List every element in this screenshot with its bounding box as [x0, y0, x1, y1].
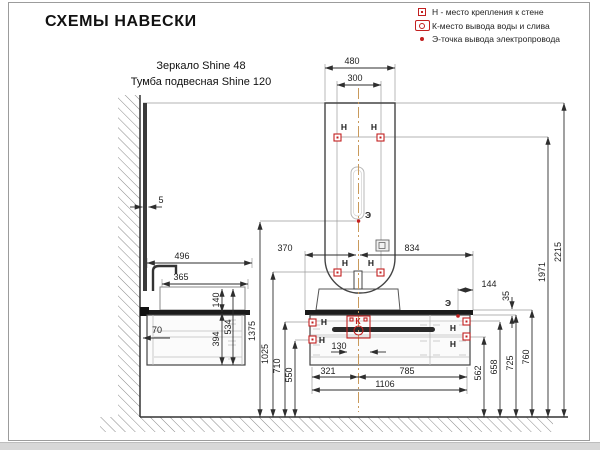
- wall-mount-label: Н: [449, 339, 457, 349]
- dim-center-right-bottom: 785: [399, 366, 415, 376]
- dim-mirror-mount-spacing: 300: [347, 73, 363, 83]
- vanity-front: [309, 314, 471, 366]
- mount-marker: [333, 133, 342, 142]
- mount-marker: [308, 318, 317, 327]
- wall-mount-label: Н: [341, 258, 349, 268]
- wall-mount-label: Н: [320, 317, 328, 327]
- mount-marker: [376, 133, 385, 142]
- legend-wall-mount: Н - место крепления к стене: [412, 7, 587, 17]
- electric-label: Э: [364, 210, 372, 220]
- mirror-product-label: Зеркало Shine 48: [156, 60, 246, 72]
- legend-wall-mount-label: Н - место крепления к стене: [432, 7, 544, 17]
- drawer-handle: [332, 327, 435, 332]
- dimension-lines: [130, 65, 567, 418]
- electric-point-mirror: [356, 219, 361, 223]
- legend-water-label: К-место вывода воды и слива: [432, 20, 550, 31]
- mount-marker: [462, 332, 471, 341]
- dim-depth-basin: 365: [173, 272, 189, 282]
- mount-marker: [308, 335, 317, 344]
- countertop-side: [147, 310, 250, 315]
- mirror-light-strip: [350, 166, 365, 220]
- dim-drain-zone-width: 130: [331, 341, 347, 351]
- electric-point-icon: [412, 37, 432, 41]
- dim-vanity-mount-upper-height: 710: [272, 358, 282, 374]
- faucet-side: [151, 264, 178, 291]
- water-outlet-zone: [346, 315, 371, 339]
- wall-hatch: [118, 95, 140, 417]
- wall-mount-label: Н: [340, 122, 348, 132]
- dim-wall-clearance: 70: [151, 325, 163, 335]
- legend-electric-label: Э-точка вывода электропровода: [432, 34, 561, 44]
- wall-bracket-side: [140, 307, 149, 316]
- dim-right-mount-upper-height: 658: [489, 359, 499, 375]
- sink-basin-side: [159, 286, 246, 311]
- bottom-strip: [0, 442, 600, 450]
- mirror-outline: [324, 102, 396, 294]
- dim-cabinet-height: 394: [211, 331, 221, 347]
- electric-label: Э: [444, 298, 452, 308]
- floor-hatch: [100, 417, 553, 432]
- dim-right-mount-lower-height: 562: [473, 365, 483, 381]
- page-title: СХЕМЫ НАВЕСКИ: [45, 13, 197, 30]
- mirror-light-strip-inner: [353, 169, 362, 217]
- dim-vanity-mount-lower-height: 550: [284, 367, 294, 383]
- mirror-switch-box: [375, 239, 390, 252]
- mirror-side-profile: [143, 103, 147, 291]
- wall-mount-label: Н: [449, 323, 457, 333]
- dim-side-total-height: 534: [223, 319, 233, 335]
- legend: Н - место крепления к стене К-место выво…: [412, 7, 587, 47]
- dim-countertop-top-height: 760: [521, 349, 531, 365]
- wall-mount-icon: [412, 8, 432, 16]
- dim-center-left-top: 370: [277, 243, 293, 253]
- dim-countertop-thickness: 35: [501, 290, 511, 302]
- water-outlet-icon: [412, 20, 432, 31]
- legend-electric: Э-точка вывода электропровода: [412, 34, 587, 44]
- water-label: К: [355, 316, 361, 326]
- dim-mirror-mount-top-height: 1971: [537, 261, 547, 283]
- mount-marker: [462, 317, 471, 326]
- dim-electric-to-edge: 144: [481, 279, 497, 289]
- dim-mirror-mount-height: 1025: [260, 343, 270, 365]
- dim-total-height: 2215: [553, 241, 563, 263]
- dim-electric-height: 1375: [247, 320, 257, 342]
- dim-mirror-width: 480: [344, 56, 360, 66]
- drawing-border: [8, 2, 590, 441]
- dim-basin-height: 140: [211, 292, 221, 308]
- wall-mount-label: Н: [370, 122, 378, 132]
- dim-cabinet-width: 1106: [375, 379, 395, 389]
- dim-center-right-top: 834: [404, 243, 420, 253]
- legend-water: К-место вывода воды и слива: [412, 20, 587, 31]
- wall-mount-label: Н: [367, 258, 375, 268]
- wall-mount-label: Н: [318, 335, 326, 345]
- wall-mount-markers: [308, 133, 471, 344]
- electric-point-countertop: [456, 314, 460, 318]
- dim-depth-total: 496: [174, 251, 190, 261]
- dim-center-left-bottom: 321: [320, 366, 336, 376]
- mount-marker: [376, 268, 385, 277]
- dim-countertop-bottom-height: 725: [505, 355, 515, 371]
- mirror-switch-detail: [378, 242, 386, 249]
- dim-mirror-wall-offset: 5: [158, 195, 164, 205]
- mount-marker: [333, 268, 342, 277]
- vanity-product-label: Тумба подвесная Shine 120: [130, 76, 272, 88]
- countertop-front: [305, 310, 473, 315]
